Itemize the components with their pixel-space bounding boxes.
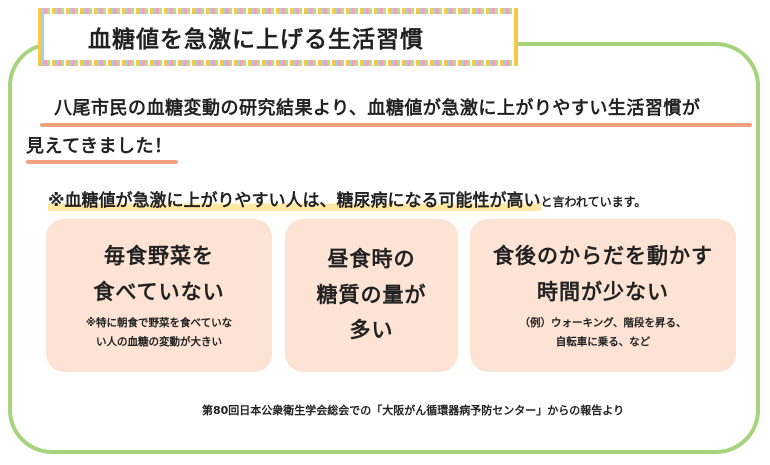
card-title: 毎食野菜を 食べていない xyxy=(93,239,224,310)
lead-text-line1: 八尾市民の血糖変動の研究結果より、血糖値が急激に上がりやすい生活習慣が xyxy=(54,98,701,119)
risk-note-tail: と言われています。 xyxy=(540,195,647,209)
lead-underline-2 xyxy=(26,160,178,164)
card-title-line: 昼食時の xyxy=(327,246,416,271)
card-subtext-line: い人の血糖の変動が大きい xyxy=(95,336,222,349)
card-title: 食後のからだを動かす 時間が少ない xyxy=(493,239,713,310)
card-title-line: 多い xyxy=(349,318,394,343)
habit-card-activity: 食後のからだを動かす 時間が少ない （例）ウォーキング、階段を昇る、 自転車に乗… xyxy=(470,219,736,372)
lead-underline-1 xyxy=(40,123,752,127)
page-title: 血糖値を急激に上げる生活習慣 xyxy=(44,14,512,60)
title-banner: 血糖値を急激に上げる生活習慣 xyxy=(38,8,518,66)
risk-note-main: ※血糖値が急激に上がりやすい人は、糖尿病になる可能性が高い xyxy=(48,191,541,211)
card-subtext-line: ※特に朝食で野菜を食べていな xyxy=(85,317,233,330)
habit-card-vegetables: 毎食野菜を 食べていない ※特に朝食で野菜を食べていな い人の血糖の変動が大きい xyxy=(46,219,272,372)
card-title: 昼食時の 糖質の量が 多い xyxy=(317,242,427,349)
card-title-line: 糖質の量が xyxy=(316,282,427,307)
card-title-line: 毎食野菜を xyxy=(103,243,214,268)
card-title-line: 食後のからだを動かす xyxy=(493,243,713,268)
lead-text-line2: 見えてきました！ xyxy=(26,136,173,157)
card-subtext: （例）ウォーキング、階段を昇る、 自転車に乗る、など xyxy=(520,314,687,352)
risk-note: ※血糖値が急激に上がりやすい人は、糖尿病になる可能性が高いと言われています。 xyxy=(48,186,646,211)
habit-card-lunch-carbs: 昼食時の 糖質の量が 多い xyxy=(285,219,458,372)
source-citation: 第80回日本公衆衛生学会総会での「大阪がん循環器病予防センター」からの報告より xyxy=(202,404,625,417)
card-title-line: 時間が少ない xyxy=(537,279,669,304)
card-subtext-line: 自転車に乗る、など xyxy=(555,336,651,349)
card-title-line: 食べていない xyxy=(93,279,225,304)
card-subtext-line: （例）ウォーキング、階段を昇る、 xyxy=(519,317,687,330)
card-subtext: ※特に朝食で野菜を食べていな い人の血糖の変動が大きい xyxy=(86,314,232,352)
